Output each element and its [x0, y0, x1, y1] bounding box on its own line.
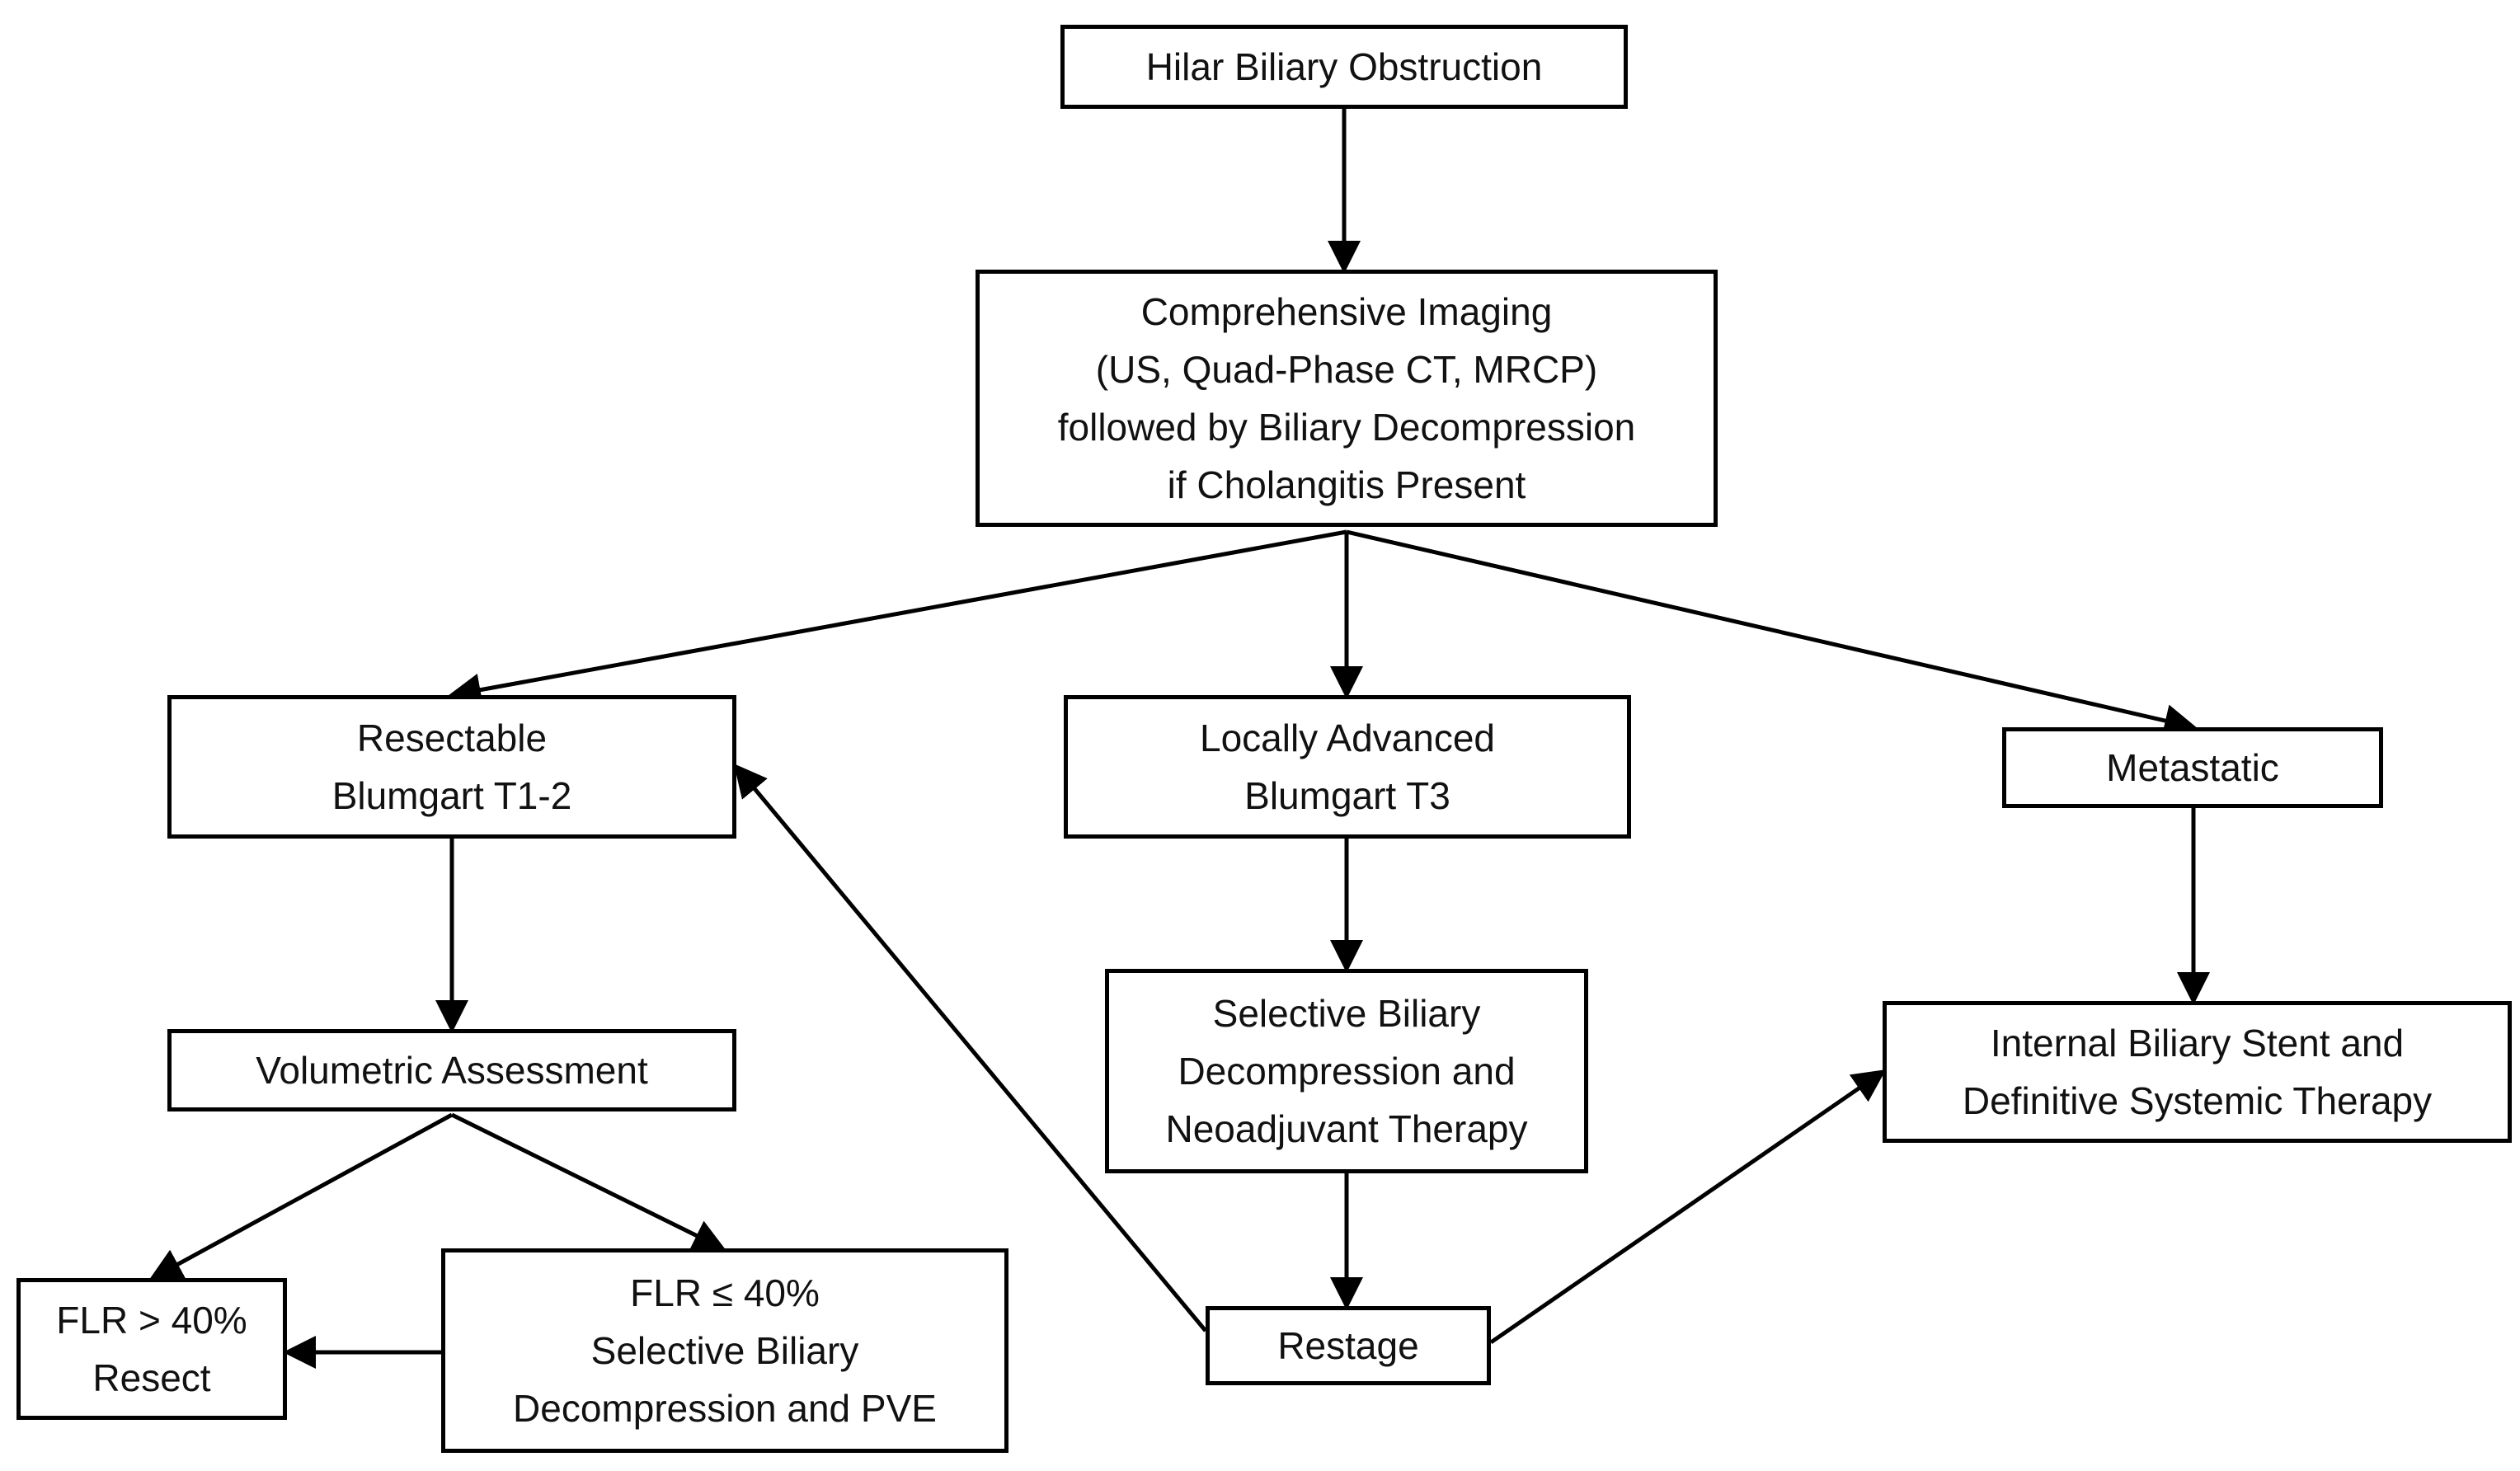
arrow-volumetric-to-flr-le	[450, 1112, 726, 1251]
node-selective-neoadjuvant-line-1: Selective Biliary	[1212, 992, 1481, 1035]
node-flr-le-line-1: FLR ≤ 40%	[630, 1271, 820, 1314]
arrow-imaging-to-metastatic	[1346, 529, 2198, 737]
node-internal-stent-line-1: Internal Biliary Stent and	[1990, 1022, 2405, 1064]
node-internal-biliary-stent: Internal Biliary Stent and Definitive Sy…	[1883, 1001, 2512, 1143]
arrow-restage-to-internal-stent	[1489, 1069, 1887, 1345]
node-hilar-line-1: Hilar Biliary Obstruction	[1145, 45, 1543, 88]
node-resectable-line-2: Blumgart T1-2	[331, 774, 572, 817]
node-metastatic: Metastatic	[2002, 727, 2383, 808]
node-hilar-biliary-obstruction: Hilar Biliary Obstruction	[1060, 25, 1628, 109]
node-volumetric-assessment: Volumetric Assessment	[167, 1029, 736, 1111]
node-restage: Restage	[1206, 1306, 1491, 1385]
node-resectable-line-1: Resectable	[356, 717, 548, 759]
node-locally-advanced-line-1: Locally Advanced	[1199, 717, 1496, 759]
node-flr-le-40-pve: FLR ≤ 40% Selective Biliary Decompressio…	[441, 1248, 1008, 1453]
node-restage-line-1: Restage	[1277, 1324, 1419, 1367]
node-flr-le-line-3: Decompression and PVE	[513, 1387, 937, 1430]
node-volumetric-line-1: Volumetric Assessment	[256, 1049, 648, 1092]
node-flr-gt-line-2: Resect	[92, 1356, 211, 1399]
node-flr-greater-40-resect: FLR > 40% Resect	[16, 1278, 287, 1420]
node-comprehensive-imaging: Comprehensive Imaging (US, Quad-Phase CT…	[976, 270, 1718, 527]
arrow-imaging-to-resectable	[448, 529, 1347, 707]
node-internal-stent-line-2: Definitive Systemic Therapy	[1962, 1079, 2433, 1122]
node-resectable: Resectable Blumgart T1-2	[167, 695, 736, 839]
arrow-volumetric-to-flr-gt	[148, 1112, 454, 1281]
node-imaging-line-3: followed by Biliary Decompression	[1057, 406, 1636, 449]
node-metastatic-line-1: Metastatic	[2106, 746, 2279, 789]
node-selective-neoadjuvant-line-2: Decompression and	[1178, 1050, 1516, 1093]
arrow-restage-to-resectable	[733, 764, 1207, 1332]
node-imaging-line-1: Comprehensive Imaging	[1140, 290, 1553, 333]
node-locally-advanced-line-2: Blumgart T3	[1244, 774, 1450, 817]
node-selective-neoadjuvant: Selective Biliary Decompression and Neoa…	[1105, 969, 1588, 1173]
node-imaging-line-2: (US, Quad-Phase CT, MRCP)	[1095, 348, 1598, 391]
node-selective-neoadjuvant-line-3: Neoadjuvant Therapy	[1165, 1107, 1528, 1150]
node-locally-advanced: Locally Advanced Blumgart T3	[1064, 695, 1631, 839]
node-flr-gt-line-1: FLR > 40%	[56, 1299, 247, 1342]
node-flr-le-line-2: Selective Biliary	[590, 1329, 859, 1372]
node-imaging-line-4: if Cholangitis Present	[1167, 463, 1526, 506]
